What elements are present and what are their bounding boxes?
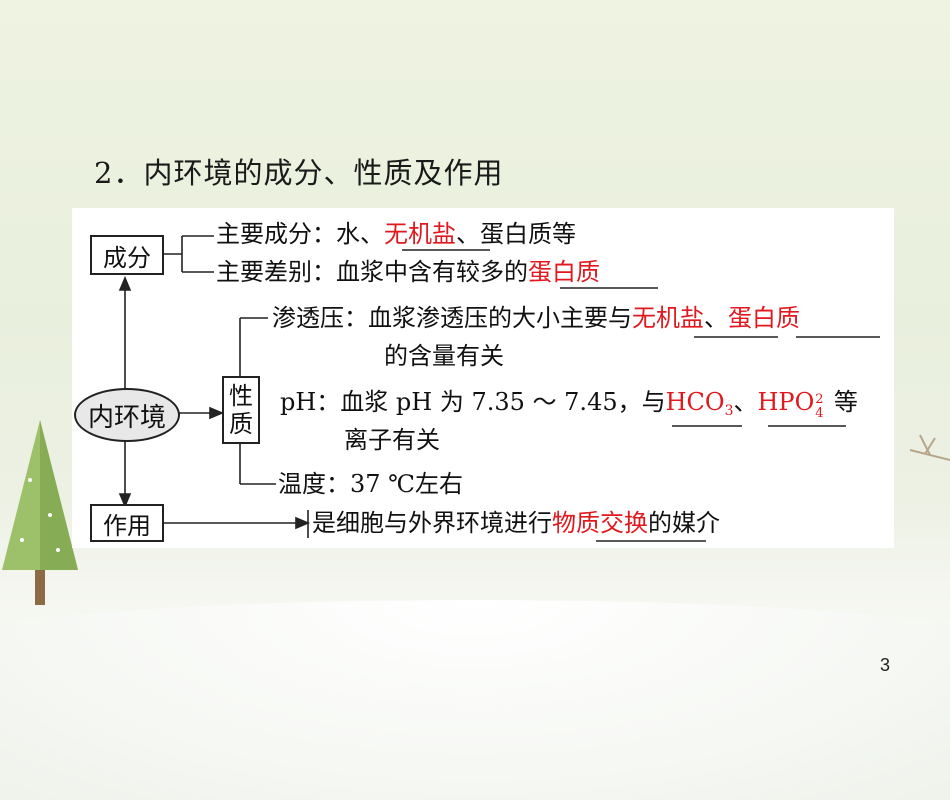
connector-lines [118,235,880,542]
page-number: 3 [879,655,890,675]
function-node-label: 作用 [103,511,151,540]
function-text: 是细胞与外界环境进行物质交换的媒介 [312,509,720,537]
temperature-text: 温度：37 ℃左右 [278,470,464,498]
main-components-text: 主要成分：水、无机盐、蛋白质等 [216,220,576,248]
function-node: 作用 [90,504,164,542]
answer-material-exchange: 物质交换 [552,509,648,537]
ph-text-line2: 离子有关 [344,426,440,454]
answer-bicarbonate: HCO3 [665,388,734,419]
snow-ground [0,600,950,800]
answer-osmotic-inorganic-salt: 无机盐 [632,304,704,332]
branch-decoration [909,434,950,461]
answer-osmotic-protein: 蛋白质 [728,304,800,332]
internal-environment-node: 内环境 [74,388,180,442]
page-title: 2．内环境的成分、性质及作用 [94,156,504,190]
answer-protein: 蛋白质 [528,258,600,286]
components-node-label: 成分 [103,243,151,272]
internal-environment-label: 内环境 [87,402,166,433]
answer-inorganic-salt: 无机盐 [384,220,456,248]
properties-node-label-bottom: 质 [229,410,253,438]
osmotic-pressure-text-line2: 的含量有关 [384,342,504,370]
pine-tree-decoration [2,420,78,605]
main-difference-text: 主要差别：血浆中含有较多的蛋白质 [216,258,600,286]
properties-node-label-top: 性 [229,382,253,410]
properties-node: 性 质 [222,376,260,444]
components-node: 成分 [90,235,164,275]
concept-diagram: 成分 内环境 性 质 作用 主要成分：水、无机盐、蛋白质等 主要差别：血浆中含有… [72,208,894,548]
osmotic-pressure-text: 渗透压：血浆渗透压的大小主要与无机盐、蛋白质 [272,304,800,332]
